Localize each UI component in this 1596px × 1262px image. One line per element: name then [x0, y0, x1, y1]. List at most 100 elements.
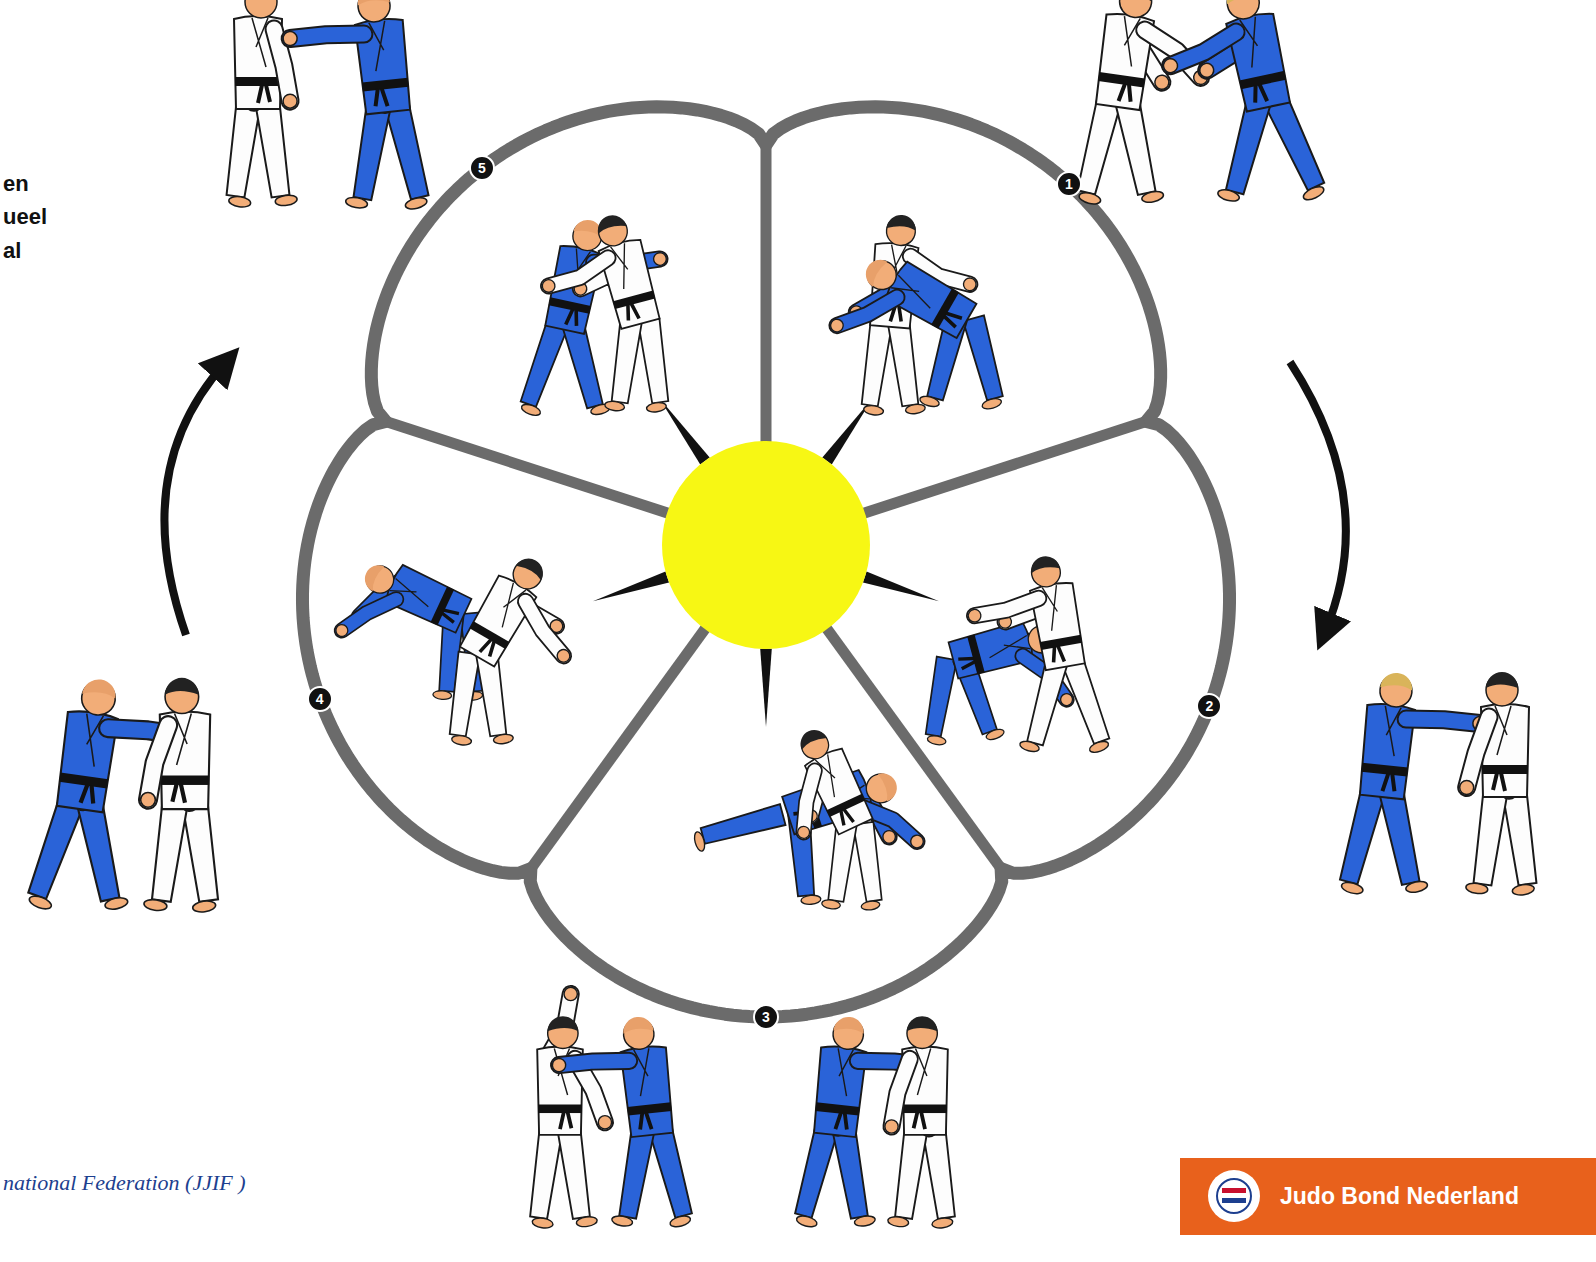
hand: [334, 623, 350, 639]
flag-blue: [1222, 1198, 1246, 1203]
foot: [451, 734, 472, 746]
trouser: [518, 323, 567, 408]
trouser: [853, 822, 884, 902]
node-text: 3: [762, 1010, 770, 1024]
hair: [833, 1015, 865, 1033]
upper-body: [828, 244, 977, 386]
foot: [228, 195, 251, 208]
belt-tail: [835, 1112, 848, 1130]
hand: [828, 317, 845, 334]
belt-tail: [838, 808, 854, 826]
logo-inner: [1217, 1179, 1251, 1213]
trouser: [1116, 101, 1159, 196]
belt: [931, 289, 959, 329]
belt: [627, 1102, 671, 1115]
sleeve: [342, 584, 396, 646]
lapel: [833, 1048, 853, 1096]
sun-ray: [593, 572, 669, 602]
hand: [1460, 780, 1474, 794]
hair: [622, 1015, 654, 1033]
foot: [404, 196, 428, 211]
hair: [1029, 554, 1060, 573]
leg: [1263, 98, 1331, 202]
hand: [963, 277, 977, 291]
hair: [82, 677, 118, 698]
leg: [515, 323, 570, 418]
hand: [541, 278, 556, 293]
judoka-figure: [526, 987, 612, 1229]
sleeve-outline: [511, 601, 577, 655]
node-text: 4: [316, 692, 324, 706]
judoka-figure: [1072, 0, 1219, 206]
leg: [1465, 791, 1507, 896]
upper-body: [1358, 670, 1491, 807]
sleeve-outline: [342, 584, 396, 646]
leg: [691, 804, 786, 852]
belt-tail: [624, 303, 639, 321]
sleeve: [148, 725, 168, 800]
leg: [382, 105, 434, 211]
hair: [796, 726, 826, 750]
callout-number: 5: [469, 155, 495, 181]
leg: [604, 318, 642, 412]
belt-tail: [1382, 773, 1396, 792]
leg: [1060, 660, 1115, 755]
leg: [611, 1128, 654, 1228]
trouser: [650, 1128, 695, 1218]
sleeve: [1467, 717, 1489, 787]
callout-number: 3: [753, 1004, 779, 1030]
logo-ring: [1208, 1170, 1260, 1222]
trouser: [638, 319, 671, 404]
upper-body: [760, 722, 874, 850]
trouser: [1380, 791, 1423, 886]
hair: [1224, 0, 1259, 4]
cycle-arrow: [164, 362, 226, 635]
sleeve: [1406, 716, 1480, 727]
sun-circle: [662, 441, 870, 649]
hair: [887, 214, 917, 231]
foot: [1405, 880, 1429, 894]
head: [1224, 0, 1262, 22]
sleeve: [1167, 32, 1241, 66]
belt-tail: [480, 638, 497, 657]
foot: [1465, 882, 1488, 895]
hair: [861, 255, 888, 287]
logo-emblem: [1206, 1168, 1262, 1224]
footer-credit: national Federation (JJIF ): [3, 1170, 246, 1196]
lapel: [1042, 585, 1064, 631]
judoka-figure: [1460, 672, 1541, 896]
hand: [1154, 74, 1170, 90]
foot: [604, 400, 625, 412]
side-note: al: [3, 238, 21, 264]
hand: [1198, 62, 1215, 79]
trouser: [700, 804, 786, 846]
cycle-arrow: [1290, 362, 1346, 632]
upper-body: [141, 678, 211, 810]
belt-tail: [958, 655, 975, 669]
foot: [919, 395, 940, 409]
hair: [548, 1016, 578, 1031]
callout-number: 1: [1056, 171, 1082, 197]
foot: [931, 1217, 953, 1229]
logo-banner: Judo Bond Nederland: [1180, 1158, 1596, 1235]
foot: [345, 196, 368, 210]
judoka-figure: [515, 215, 671, 418]
belt: [903, 1105, 947, 1114]
node-text: 1: [1065, 177, 1073, 191]
leg: [1335, 790, 1388, 896]
foot: [1078, 191, 1102, 206]
hand: [967, 608, 982, 623]
hand: [909, 834, 925, 850]
sleeve: [782, 771, 836, 833]
belt-tail: [258, 85, 270, 103]
hair: [907, 1016, 937, 1031]
sleeve-outline: [974, 598, 1040, 615]
trouser: [447, 652, 480, 737]
leg: [256, 103, 298, 208]
side-note: ueel: [3, 204, 47, 230]
hand: [598, 1116, 611, 1129]
hair: [595, 212, 627, 233]
trouser: [256, 103, 293, 197]
trouser: [1063, 660, 1112, 745]
